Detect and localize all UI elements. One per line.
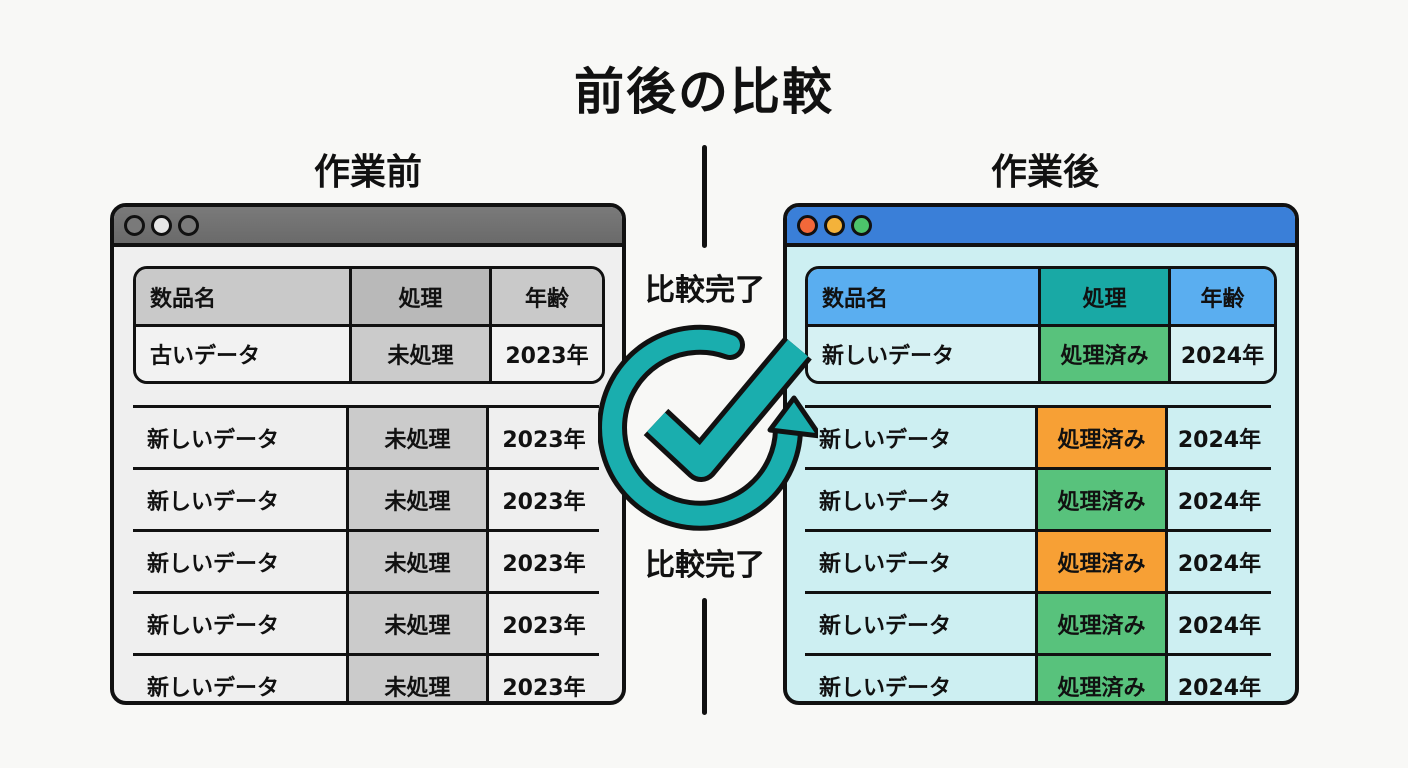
window-dot-icon[interactable] (178, 214, 199, 236)
column-header-year: 年齢 (1200, 286, 1245, 312)
cell-status: 処理済み (1035, 470, 1168, 529)
cell-year: 2024年 (1177, 489, 1262, 515)
cell-year: 2024年 (1180, 344, 1265, 369)
table-row: 新しいデータ 処理済み 2024年 (805, 591, 1271, 653)
before-header-table: 数品名 処理 年齢 古いデータ 未処理 2023年 (133, 266, 605, 384)
cell-year: 2024年 (1177, 675, 1262, 701)
cell-status: 処理済み (1038, 327, 1171, 381)
cell-year: 2024年 (1177, 613, 1262, 639)
cell-name: 新しいデータ (147, 489, 280, 515)
column-header-name: 数品名 (150, 286, 217, 312)
cell-name: 新しいデータ (819, 613, 952, 639)
window-minimize-dot-icon[interactable] (824, 214, 845, 236)
cell-status: 未処理 (346, 594, 489, 653)
table-header-row: 数品名 処理 年齢 (136, 269, 602, 324)
cell-status: 処理済み (1035, 594, 1168, 653)
cell-name: 新しいデータ (819, 427, 952, 453)
before-heading: 作業前 (313, 152, 422, 193)
table-row: 新しいデータ 未処理 2023年 (133, 467, 599, 529)
page-title: 前後の比較 (574, 63, 834, 121)
table-row: 新しいデータ 未処理 2023年 (133, 405, 599, 467)
after-window: 数品名 処理 年齢 新しいデータ 処理済み 2024年 新しいデータ 処理済み … (783, 203, 1299, 705)
table-header-row: 数品名 処理 年齢 (808, 269, 1274, 324)
table-row: 新しいデータ 未処理 2023年 (133, 591, 599, 653)
table-row: 新しいデータ 処理済み 2024年 (808, 324, 1274, 381)
cell-name: 新しいデータ (822, 344, 955, 369)
cell-status: 処理済み (1035, 532, 1168, 591)
cell-name: 新しいデータ (147, 427, 280, 453)
cell-status: 処理済み (1035, 408, 1168, 467)
after-titlebar (787, 207, 1295, 247)
cell-name: 新しいデータ (147, 675, 280, 701)
table-row: 新しいデータ 未処理 2023年 (133, 653, 599, 701)
window-close-dot-icon[interactable] (797, 214, 818, 236)
cell-year: 2023年 (502, 489, 586, 515)
table-row: 古いデータ 未処理 2023年 (136, 324, 602, 381)
column-header-status: 処理 (349, 269, 492, 324)
cell-name: 新しいデータ (819, 489, 952, 515)
before-titlebar (114, 207, 622, 247)
cell-status: 未処理 (346, 408, 489, 467)
cell-year: 2024年 (1177, 551, 1262, 577)
after-heading: 作業後 (990, 152, 1099, 193)
cell-name: 新しいデータ (147, 613, 280, 639)
cell-year: 2023年 (502, 675, 586, 701)
table-row: 新しいデータ 未処理 2023年 (133, 529, 599, 591)
cell-year: 2024年 (1177, 427, 1262, 453)
cell-name: 新しいデータ (147, 551, 280, 577)
column-header-name: 数品名 (822, 286, 889, 312)
column-header-year: 年齢 (524, 286, 569, 312)
cell-name: 新しいデータ (819, 551, 952, 577)
after-table-body: 新しいデータ 処理済み 2024年 新しいデータ 処理済み 2024年 新しいデ… (805, 405, 1271, 701)
window-maximize-dot-icon[interactable] (851, 214, 872, 236)
divider-top (702, 145, 707, 248)
cell-name: 古いデータ (150, 344, 261, 369)
cell-status: 未処理 (346, 470, 489, 529)
column-header-status: 処理 (1038, 269, 1171, 324)
window-dot-icon[interactable] (151, 214, 172, 236)
cell-year: 2023年 (505, 344, 589, 369)
table-row: 新しいデータ 処理済み 2024年 (805, 529, 1271, 591)
cell-status: 処理済み (1035, 656, 1168, 701)
cell-status: 未処理 (346, 656, 489, 701)
cell-year: 2023年 (502, 613, 586, 639)
table-row: 新しいデータ 処理済み 2024年 (805, 405, 1271, 467)
cell-year: 2023年 (502, 427, 586, 453)
cell-name: 新しいデータ (819, 675, 952, 701)
after-header-table: 数品名 処理 年齢 新しいデータ 処理済み 2024年 (805, 266, 1277, 384)
divider-bottom (702, 598, 707, 715)
refresh-check-icon (597, 318, 823, 533)
comparison-complete-label-top: 比較完了 (645, 273, 765, 308)
cell-status: 未処理 (349, 327, 492, 381)
cell-year: 2023年 (502, 551, 586, 577)
comparison-complete-label-bottom: 比較完了 (645, 548, 765, 583)
before-table-body: 新しいデータ 未処理 2023年 新しいデータ 未処理 2023年 新しいデータ… (133, 405, 599, 701)
table-row: 新しいデータ 処理済み 2024年 (805, 653, 1271, 701)
table-row: 新しいデータ 処理済み 2024年 (805, 467, 1271, 529)
before-window: 数品名 処理 年齢 古いデータ 未処理 2023年 新しいデータ 未処理 202… (110, 203, 626, 705)
window-dot-icon[interactable] (124, 214, 145, 236)
cell-status: 未処理 (346, 532, 489, 591)
